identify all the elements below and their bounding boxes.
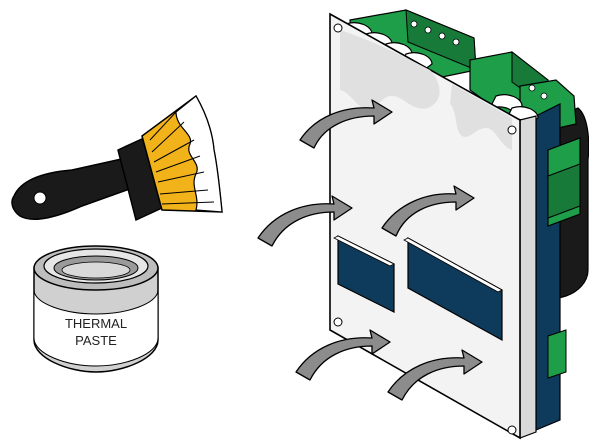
paint-brush-icon (12, 96, 222, 220)
thermal-paste-can-icon: THERMAL PASTE (34, 246, 158, 372)
can-label-line1: THERMAL (65, 316, 127, 331)
heatsink-board-icon (330, 10, 589, 438)
can-label-line2: PASTE (75, 333, 117, 348)
